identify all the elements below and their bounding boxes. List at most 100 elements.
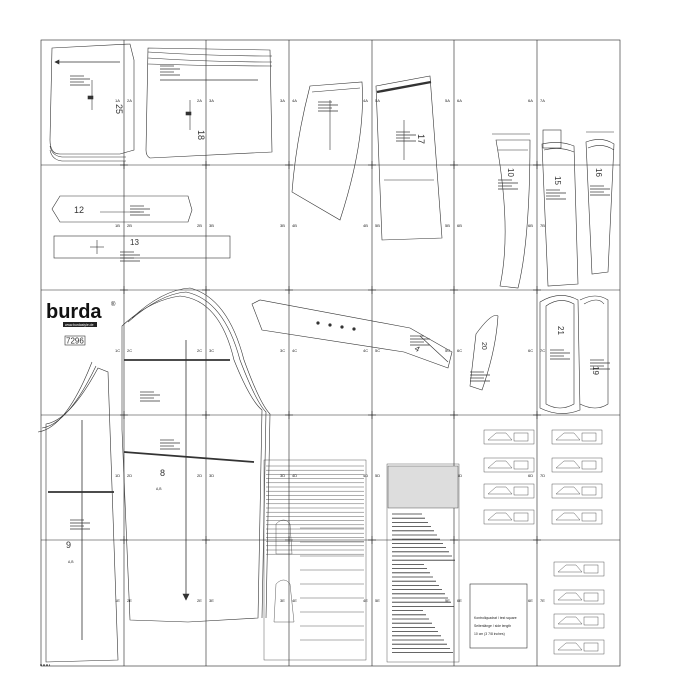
grid-ref-label: 7D	[540, 473, 545, 478]
piece-number-12: 12	[74, 205, 84, 215]
grid-cross	[450, 161, 458, 169]
grid-ref-label: 5C	[445, 348, 450, 353]
grid-ref-label: 3E	[209, 598, 214, 603]
grid-cross	[120, 161, 128, 169]
cutting-layout-thumbnail	[553, 561, 605, 577]
grid-ref-label: 6D	[457, 473, 462, 478]
cutting-layout-thumbnail	[483, 429, 535, 445]
info-boxes	[492, 129, 614, 149]
grid-ref-label: 4B	[363, 223, 368, 228]
cutting-layout-thumbnail	[553, 639, 605, 655]
cutting-layout-thumbnail	[483, 457, 535, 473]
grid-cross	[533, 411, 541, 419]
piece-8-view: A,B	[156, 487, 162, 491]
grid-ref-label: 2B	[197, 223, 202, 228]
cutting-layout-thumbnail	[551, 457, 603, 473]
grid-ref-label: 6E	[528, 598, 533, 603]
grid-ref-label: 3C	[280, 348, 285, 353]
grid-cross	[533, 286, 541, 294]
grid-ref-label: 2A	[127, 98, 132, 103]
piece-annotations	[70, 65, 610, 530]
test-square-line2: Seitenlänge / side length	[474, 624, 511, 628]
cutting-layout-thumbnail	[483, 483, 535, 499]
cutting-layout-thumbnail	[551, 483, 603, 499]
grid-ref-label: 4A	[363, 98, 368, 103]
grid-cross	[368, 286, 376, 294]
grid-cross	[450, 411, 458, 419]
cutting-layouts	[483, 429, 605, 655]
grid-cross	[368, 411, 376, 419]
grid-cross	[533, 536, 541, 544]
cutting-layout-thumbnail	[553, 613, 605, 629]
pattern-piece-20	[469, 315, 499, 391]
grid-cross	[120, 286, 128, 294]
grid-ref-label: 4D	[292, 473, 297, 478]
piece-number-17: 17	[416, 134, 426, 144]
website-label: www.burdastyle.de	[65, 323, 94, 327]
grid-ref-label: 3B	[209, 223, 214, 228]
grid-ref-label: 6E	[457, 598, 462, 603]
grid-cross	[285, 286, 293, 294]
piece-number-9: 9	[66, 540, 71, 550]
grid-ref-label: 7E	[540, 598, 545, 603]
grid-cross	[285, 161, 293, 169]
grid-ref-label: 3A	[280, 98, 285, 103]
piece-number-25: 25	[114, 104, 124, 114]
grid-ref-label: 7B	[540, 223, 545, 228]
piece-number-21: 21	[556, 326, 565, 335]
piece-number-10: 10	[506, 168, 515, 177]
pattern-piece-12	[51, 195, 193, 223]
grid-ref-label: 4B	[292, 223, 297, 228]
grid-ref-label: 5D	[375, 473, 380, 478]
grid-cross	[533, 161, 541, 169]
cutting-layout-thumbnail	[483, 509, 535, 525]
grid-ref-label: 3D	[280, 473, 285, 478]
grid-ref-label: 5A	[445, 98, 450, 103]
pattern-piece-13	[53, 235, 231, 259]
grid-ref-label: 2D	[197, 473, 202, 478]
grid-ref-label: 3C	[209, 348, 214, 353]
grid-ref-label: 4E	[292, 598, 297, 603]
grid-ref-label: 6B	[528, 223, 533, 228]
piece-number-18: 18	[196, 130, 206, 140]
grid-ref-label: 6C	[528, 348, 533, 353]
grid-ref-label: 1D	[115, 473, 120, 478]
pattern-piece-9	[37, 361, 119, 663]
pattern-piece-18	[145, 47, 273, 159]
grid-ref-label: 6D	[528, 473, 533, 478]
grid-cross	[202, 411, 210, 419]
grid-ref-label: 4C	[292, 348, 297, 353]
size-chart	[263, 459, 367, 661]
piece-number-19: 19	[591, 366, 600, 375]
pattern-piece-25	[49, 43, 135, 162]
pattern-piece-10	[495, 139, 531, 289]
test-square: Kontrollquadrat / test square Seitenläng…	[469, 583, 528, 649]
sheet-grid	[40, 39, 621, 667]
burda-logo: burda ® www.burdastyle.de	[46, 301, 116, 327]
grid-ref-label: 1A	[115, 98, 120, 103]
grid-ref-label: 1E	[115, 598, 120, 603]
grid-cross	[202, 536, 210, 544]
grid-ref-label: 5E	[445, 598, 450, 603]
grid-ref-label: 4A	[292, 98, 297, 103]
grid-ref-label: 2D	[127, 473, 132, 478]
grid-ref-label: 2E	[197, 598, 202, 603]
grid-ref-label: 6C	[457, 348, 462, 353]
grid-ref-label: 7C	[540, 348, 545, 353]
cutting-layout-thumbnail	[551, 429, 603, 445]
pattern-piece-21-19	[539, 295, 609, 414]
grid-cross	[368, 536, 376, 544]
grid-ref-label: 5B	[445, 223, 450, 228]
pattern-piece-15	[541, 142, 579, 287]
grid-ref-label: 5C	[375, 348, 380, 353]
grid-ref-label: 6B	[457, 223, 462, 228]
grid-ref-label: 3D	[209, 473, 214, 478]
piece-9-view: A,B	[68, 560, 74, 564]
grid-ref-label: 2E	[127, 598, 132, 603]
grid-cross	[285, 411, 293, 419]
grid-ref-label: 2C	[127, 348, 132, 353]
grid-ref-label: 5E	[375, 598, 380, 603]
grid-cross	[202, 286, 210, 294]
